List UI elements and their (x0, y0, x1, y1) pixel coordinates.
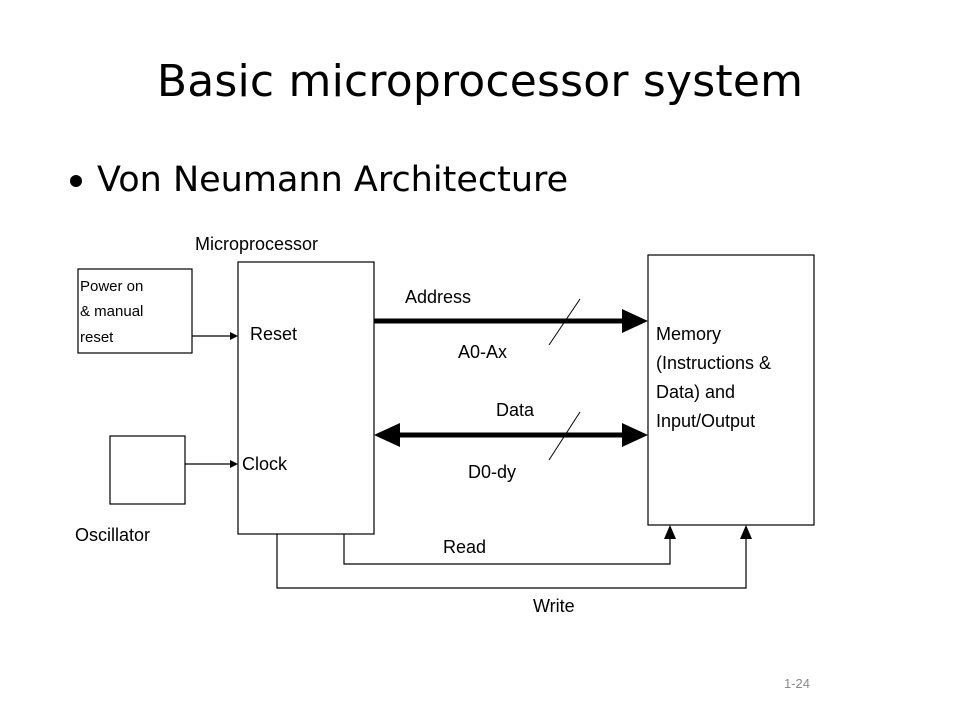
clock-label: Clock (242, 454, 288, 474)
read-signal-line (343, 534, 671, 565)
power-reset-line-3: reset (80, 329, 114, 346)
address-bus-width-slash (548, 298, 581, 346)
memory-line-1: Memory (656, 324, 721, 344)
slide-title: Basic microprocessor system (156, 56, 804, 107)
write-arrowhead-icon (740, 525, 752, 539)
address-label: Address (405, 287, 471, 307)
read-arrowhead-icon (664, 525, 676, 539)
write-signal-line (276, 534, 747, 589)
write-label: Write (533, 596, 575, 616)
power-reset-block (77, 268, 193, 354)
bullet-dot-icon (70, 175, 82, 187)
memory-line-2: (Instructions & (656, 353, 771, 373)
data-bus-width-slash (548, 411, 581, 461)
address-arrowhead-icon (622, 309, 648, 333)
power-reset-line-1: Power on (80, 278, 143, 295)
address-bus-range-label: A0-Ax (458, 342, 507, 362)
page-number: 1-24 (784, 676, 811, 691)
oscillator-label: Oscillator (75, 525, 150, 545)
data-right-arrowhead-icon (622, 423, 648, 447)
microprocessor-label: Microprocessor (195, 234, 318, 254)
data-bus-range-label: D0-dy (468, 462, 516, 482)
read-label: Read (443, 537, 486, 557)
bullet-text: Von Neumann Architecture (97, 160, 569, 200)
data-left-arrowhead-icon (374, 423, 400, 447)
memory-line-4: Input/Output (656, 411, 755, 431)
data-label: Data (496, 400, 535, 420)
oscillator-block (109, 435, 186, 505)
reset-label: Reset (250, 324, 297, 344)
bullet-item: Von Neumann Architecture (70, 160, 568, 200)
memory-io-block (647, 254, 815, 526)
memory-line-3: Data) and (656, 382, 735, 402)
microprocessor-block (237, 261, 375, 535)
reset-arrowhead-icon (230, 332, 238, 340)
power-reset-line-2: & manual (80, 303, 143, 320)
clock-arrowhead-icon (230, 460, 238, 468)
